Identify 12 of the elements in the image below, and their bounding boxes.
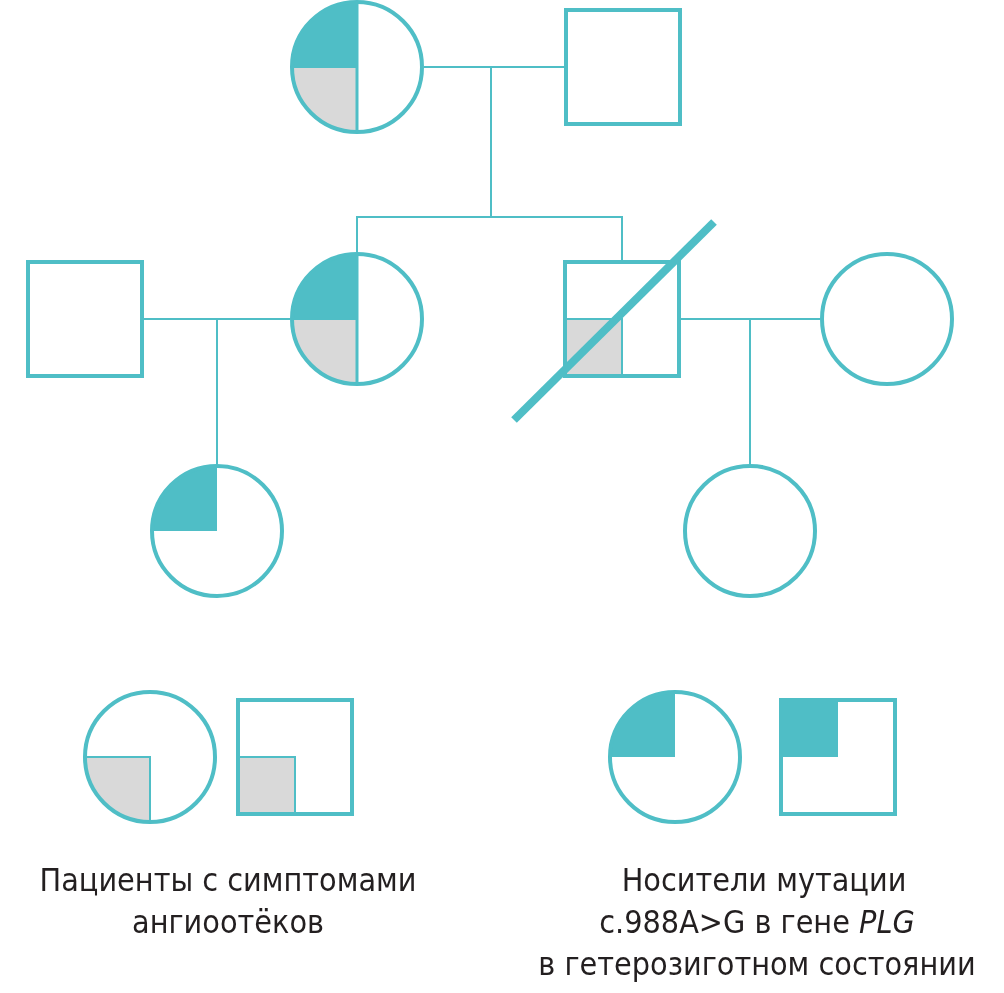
pedigree-square: [26, 260, 144, 378]
pedigree-line: [216, 318, 291, 465]
pedigree-square: [563, 260, 681, 378]
legend-text: Носители мутации c.988A>G в гене PLG в гетерозиготном состоянии: [537, 860, 977, 985]
pedigree-circle: [290, 0, 424, 134]
pedigree-line: [749, 318, 821, 465]
pedigree-circle: [290, 252, 424, 386]
pedigree-circle: [820, 252, 954, 386]
pedigree-circle: [683, 464, 817, 598]
legend-text: Пациенты с симптомами ангиоотёков: [38, 860, 418, 943]
pedigree-circle: [150, 464, 284, 598]
pedigree-square: [564, 8, 682, 126]
